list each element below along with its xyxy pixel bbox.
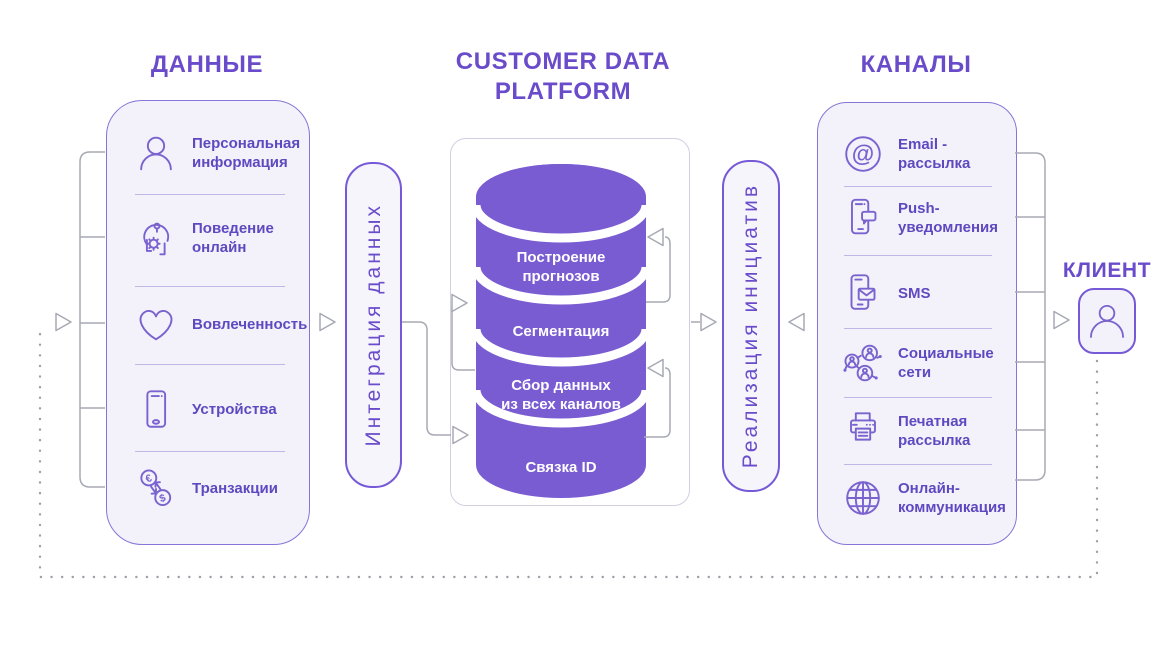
printer-icon xyxy=(850,412,876,441)
cdp-segment-data-collection: Сбор данных из всех каналов xyxy=(501,377,621,413)
channels-title: КАНАЛЫ xyxy=(860,51,972,78)
channel-item-social: Социальные сети xyxy=(840,339,994,387)
data-item-personal-info: Персональная информация xyxy=(133,129,300,177)
divider xyxy=(844,464,992,465)
data-item-devices: Устройства xyxy=(133,385,277,433)
cdp-segment-forecasting: Построение прогнозов xyxy=(516,249,606,285)
channel-item-label: Email - рассылка xyxy=(898,136,971,172)
cylinder-separator xyxy=(471,266,651,305)
integration-to-cdp-connector xyxy=(402,321,451,436)
smartphone-icon xyxy=(146,390,167,428)
person-icon xyxy=(140,136,172,171)
channels-panel-bracket xyxy=(1015,152,1046,481)
arrow-cdp-to-realization xyxy=(700,312,717,332)
channel-item-label: Онлайн- коммуникация xyxy=(898,480,1006,516)
currency-exchange-icon: € $ xyxy=(140,469,172,507)
divider xyxy=(844,186,992,187)
platform-title: CUSTOMER DATA PLATFORM xyxy=(455,48,671,105)
channel-item-label: Печатная рассылка xyxy=(898,413,971,449)
divider xyxy=(135,286,285,287)
cdp-segment-id-linking: Связка ID xyxy=(525,459,597,476)
channel-item-online: Онлайн- коммуникация xyxy=(840,474,1006,522)
integration-bar-label: Интеграция данных xyxy=(361,203,385,447)
divider xyxy=(844,328,992,329)
channel-item-push: Push- уведомления xyxy=(840,194,998,242)
divider xyxy=(135,194,285,195)
push-notification-icon xyxy=(851,198,877,235)
data-item-engagement: Вовлеченность xyxy=(133,300,307,348)
divider xyxy=(844,255,992,256)
channel-item-email: @ Email - рассылка xyxy=(840,130,970,178)
arrow-channels-to-realization xyxy=(788,312,805,332)
channel-item-label: Push- уведомления xyxy=(898,200,998,236)
client-title: КЛИЕНТ xyxy=(1062,259,1152,282)
divider xyxy=(135,451,285,452)
data-item-online-behavior: Поведение онлайн xyxy=(133,214,274,262)
channel-item-label: SMS xyxy=(898,284,931,302)
realization-bar: Реализация инициатив xyxy=(722,160,780,492)
integration-bar: Интеграция данных xyxy=(345,162,402,488)
head-gear-icon xyxy=(143,222,170,256)
client-box xyxy=(1078,288,1136,354)
data-panel: Персональная информация Поведение онлайн… xyxy=(106,100,310,545)
cdp-container: Построение прогнозов Сегментация Сбор да… xyxy=(450,138,690,506)
heart-icon xyxy=(139,310,173,341)
sms-icon xyxy=(850,274,876,310)
data-item-label: Транзакции xyxy=(192,479,278,497)
arrow-data-to-integration xyxy=(319,312,336,332)
divider xyxy=(844,397,992,398)
social-network-icon xyxy=(843,344,882,382)
data-item-label: Вовлеченность xyxy=(192,315,308,333)
cylinder-top xyxy=(476,164,646,230)
cdp-segment-segmentation: Сегментация xyxy=(512,323,610,340)
divider xyxy=(135,364,285,365)
channel-item-label: Социальные сети xyxy=(898,345,994,381)
data-sources-title: ДАННЫЕ xyxy=(150,51,264,78)
data-item-transactions: € $ Транзакции xyxy=(133,464,278,512)
channel-item-sms: SMS xyxy=(840,269,931,317)
svg-text:@: @ xyxy=(852,141,874,167)
data-panel-bracket xyxy=(79,151,105,488)
channels-panel: @ Email - рассылка Push- уведомления SMS xyxy=(817,102,1017,545)
data-item-label: Устройства xyxy=(192,400,277,418)
cylinder-separator xyxy=(471,204,651,243)
data-item-label: Персональная информация xyxy=(192,135,301,171)
arrow-channels-to-client xyxy=(1053,310,1070,330)
globe-icon xyxy=(846,481,880,515)
realization-bar-label: Реализация инициатив xyxy=(739,183,762,469)
client-person-icon xyxy=(1090,304,1124,338)
email-at-icon: @ xyxy=(845,136,881,172)
channel-item-print: Печатная рассылка xyxy=(840,407,970,455)
arrow-feedback-to-data xyxy=(55,312,72,332)
data-item-label: Поведение онлайн xyxy=(192,220,274,256)
